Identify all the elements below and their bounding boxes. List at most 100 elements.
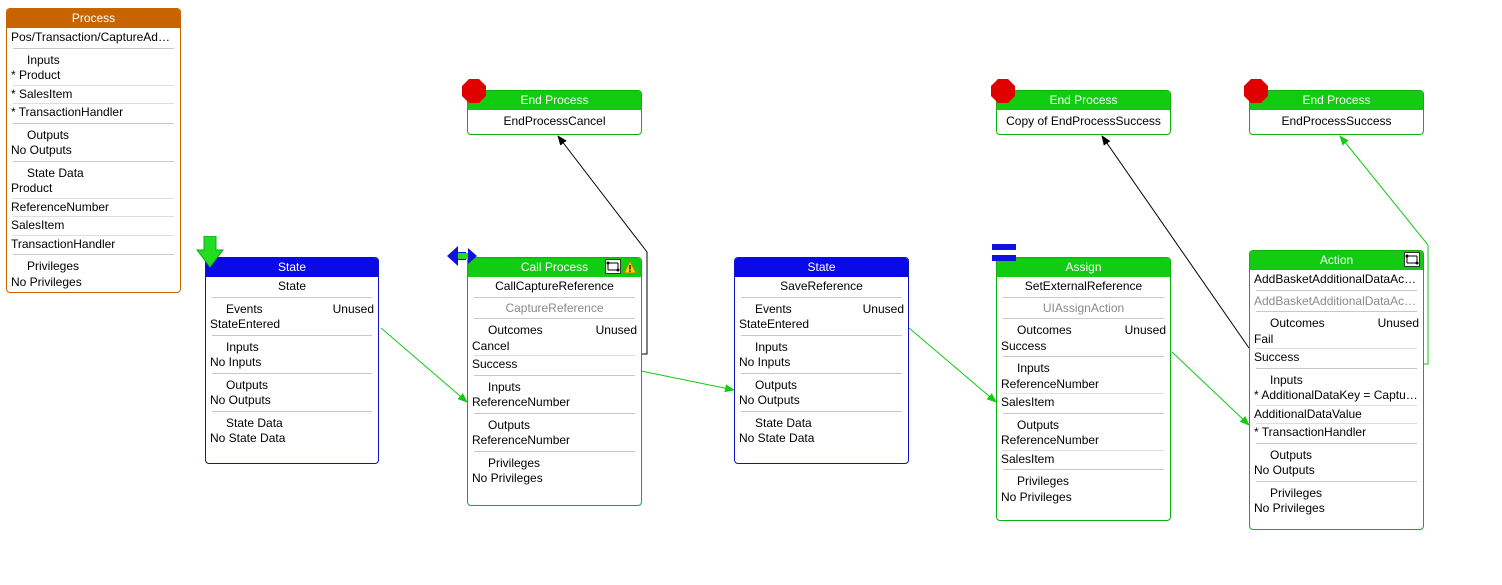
inputs-title: Inputs [488,379,521,394]
outcome-success[interactable]: Success [1001,338,1047,353]
output-item: ReferenceNumber [1001,433,1100,447]
privileges-value: No Privileges [1254,501,1325,515]
outputs-title: Outputs [27,127,70,142]
event-item: StateEntered [210,317,281,331]
state-data-item: TransactionHandler [11,236,116,251]
outcome-cancel[interactable]: Cancel [472,338,510,353]
state-name: State [277,279,307,293]
events-unused: Unused [332,301,374,316]
assign-equals-icon [992,244,1016,261]
transition-cancel-to-end [557,135,648,355]
outputs-title: Outputs [488,417,531,432]
outputs-title: Outputs [1270,447,1313,462]
process-privileges: No Privileges [11,274,82,289]
privileges-title: Privileges [1017,474,1070,488]
privileges-title: Privileges [1270,485,1323,500]
end-process-header: End Process [997,91,1170,110]
outcome-success[interactable]: Success [472,357,518,371]
process-box[interactable]: Process Pos/Transaction/CaptureAdd… Inpu… [6,8,181,293]
events-unused: Unused [862,301,904,316]
action-subaction: AddBasketAdditionalDataAct… [1254,293,1419,308]
outputs-value: ReferenceNumber [472,433,571,447]
transition-save-to-assign [908,327,997,403]
inputs-title: Inputs [1017,361,1050,375]
outputs-value: No Outputs [1254,463,1315,477]
process-input: * SalesItem [11,86,73,101]
input-item: SalesItem [1001,395,1055,409]
inputs-title: Inputs [755,339,788,354]
outcomes-title: Outcomes [1270,316,1325,330]
end-process-success-node[interactable]: End Process EndProcessSuccess [1249,90,1424,135]
outputs-value: No Outputs [210,393,271,407]
start-arrow-icon [196,236,224,268]
state-data-title: State Data [755,415,812,430]
privileges-title: Privileges [27,259,80,273]
call-subprocess: CaptureReference [505,300,604,315]
transition-success-to-save [640,370,735,393]
end-process-copy-node[interactable]: End Process Copy of EndProcessSuccess [996,90,1171,135]
call-process-node[interactable]: Call Process CallCaptureReference Captur… [467,257,642,506]
state-data-item: SalesItem [11,218,65,232]
outcomes-unused: Unused [1377,316,1419,330]
inputs-value: No Inputs [739,355,791,369]
outcomes-title: Outcomes [488,323,543,337]
end-process-header: End Process [468,91,641,110]
stop-sign-icon [462,79,486,103]
call-name: CallCaptureReference [495,279,614,293]
process-name: Pos/Transaction/CaptureAdd… [11,30,176,44]
input-item: * AdditionalDataKey = Captu… [1254,388,1418,402]
process-input: * Product [11,68,61,82]
outputs-value: No Outputs [739,393,800,407]
privileges-value: No Privileges [1001,489,1072,504]
action-title: Action [1319,253,1354,267]
process-input: * TransactionHandler [11,105,124,119]
state-data-title: State Data [27,165,84,180]
outputs-title: Outputs [755,377,798,392]
state-node-save-reference[interactable]: State SaveReference Events Unused StateEn… [734,257,909,464]
end-process-cancel-node[interactable]: End Process EndProcessCancel [467,90,642,135]
outcome-fail[interactable]: Fail [1254,331,1274,346]
call-process-title: Call Process [520,260,589,274]
outcome-success[interactable]: Success [1254,350,1300,364]
map-icon [605,259,621,274]
state-header: State [735,258,908,277]
input-item: ReferenceNumber [1001,376,1100,391]
stop-sign-icon [1244,79,1268,103]
outputs-title: Outputs [1017,417,1060,432]
inputs-title: Inputs [27,52,60,67]
call-process-header: Call Process [468,258,641,277]
state-data-value: No State Data [739,431,815,445]
state-name: SaveReference [780,279,863,293]
assign-node[interactable]: Assign SetExternalReference UIAssignActi… [996,257,1171,521]
privileges-title: Privileges [488,455,541,470]
action-node[interactable]: Action AddBasketAdditionalDataActi… AddB… [1249,250,1424,530]
input-item: * TransactionHandler [1254,425,1367,439]
transition-assign-to-action [1171,351,1250,426]
assign-name: SetExternalReference [1024,279,1143,293]
outcomes-unused: Unused [595,323,637,337]
event-item: StateEntered [739,317,810,331]
transition-success-to-end [1339,135,1429,365]
outcomes-title: Outcomes [1017,323,1072,337]
transition-state-to-call [380,327,468,403]
end-process-header: End Process [1250,91,1423,110]
inputs-value: ReferenceNumber [472,395,571,409]
end-process-name: EndProcessCancel [503,114,606,128]
state-header: State [206,258,378,277]
end-process-name: Copy of EndProcessSuccess [1006,114,1161,128]
input-item: AdditionalDataValue [1254,406,1362,421]
events-title: Events [755,301,792,316]
call-process-icon [447,246,477,266]
state-data-item: ReferenceNumber [11,199,110,214]
inputs-value: No Inputs [210,355,262,369]
privileges-value: No Privileges [472,471,543,485]
process-outputs: No Outputs [11,143,72,157]
warning-icon [623,260,637,274]
action-header: Action [1250,251,1423,270]
end-process-name: EndProcessSuccess [1281,114,1392,128]
inputs-title: Inputs [226,339,259,354]
state-data-item: Product [11,181,53,195]
outcomes-unused: Unused [1124,323,1166,337]
